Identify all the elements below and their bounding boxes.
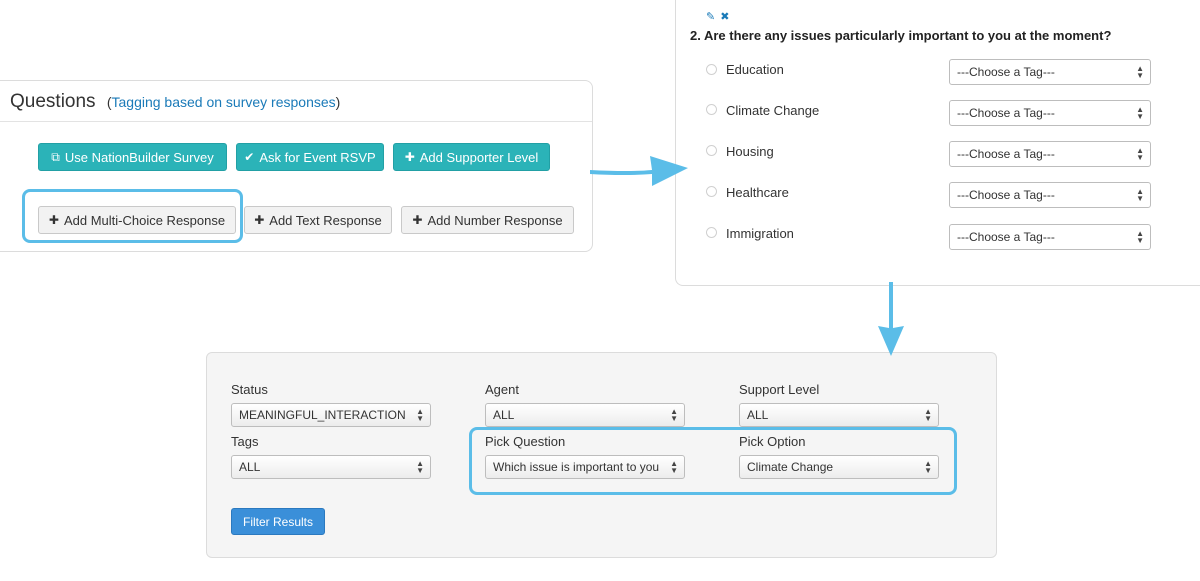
- pick-question-label: Pick Question: [485, 434, 566, 449]
- question-title: 2. Are there any issues particularly imp…: [690, 28, 1112, 43]
- tag-select-immigration[interactable]: ---Choose a Tag--- ▲▼: [949, 224, 1151, 250]
- check-icon: ✔: [244, 150, 255, 164]
- support-level-label: Support Level: [739, 382, 820, 397]
- question-tools: ✎✖: [706, 10, 734, 23]
- tag-select-housing[interactable]: ---Choose a Tag--- ▲▼: [949, 141, 1151, 167]
- option-label: Healthcare: [726, 185, 789, 200]
- filter-results-button[interactable]: Filter Results: [231, 508, 325, 535]
- pick-question-option-highlight: [469, 427, 957, 495]
- option-label: Housing: [726, 144, 774, 159]
- tags-label: Tags: [231, 434, 259, 449]
- select-caret-icon: ▲▼: [416, 459, 424, 475]
- option-label: Education: [726, 62, 784, 77]
- questions-panel: Questions (Tagging based on survey respo…: [0, 80, 593, 252]
- arrow-down-icon: [878, 282, 904, 356]
- agent-label: Agent: [485, 382, 519, 397]
- option-label: Immigration: [726, 226, 794, 241]
- arrow-right-icon: [590, 156, 688, 186]
- option-radio-healthcare[interactable]: [706, 186, 717, 197]
- select-caret-icon: ▲▼: [1136, 146, 1144, 162]
- option-radio-education[interactable]: [706, 64, 717, 75]
- support-level-select[interactable]: ALL ▲▼: [739, 403, 939, 427]
- select-caret-icon: ▲▼: [416, 407, 424, 423]
- pick-option-select[interactable]: Climate Change ▲▼: [739, 455, 939, 479]
- tags-select[interactable]: ALL ▲▼: [231, 455, 431, 479]
- select-caret-icon: ▲▼: [1136, 105, 1144, 121]
- ask-for-event-rsvp-button[interactable]: ✔ Ask for Event RSVP: [236, 143, 384, 171]
- select-caret-icon: ▲▼: [1136, 229, 1144, 245]
- tag-select-education[interactable]: ---Choose a Tag--- ▲▼: [949, 59, 1151, 85]
- tag-select-climate-change[interactable]: ---Choose a Tag--- ▲▼: [949, 100, 1151, 126]
- copy-icon: ⧉: [51, 149, 60, 164]
- edit-icon[interactable]: ✎: [706, 11, 716, 23]
- option-radio-housing[interactable]: [706, 145, 717, 156]
- add-supporter-level-button[interactable]: ✚ Add Supporter Level: [393, 143, 550, 171]
- select-caret-icon: ▲▼: [1136, 187, 1144, 203]
- option-label: Climate Change: [726, 103, 820, 118]
- add-multi-choice-response-button[interactable]: ✚ Add Multi-Choice Response: [38, 206, 236, 234]
- use-nationbuilder-survey-button[interactable]: ⧉ Use NationBuilder Survey: [38, 143, 227, 171]
- pick-option-label: Pick Option: [739, 434, 806, 449]
- status-select[interactable]: MEANINGFUL_INTERACTION ▲▼: [231, 403, 431, 427]
- multi-choice-highlight: [22, 189, 243, 243]
- questions-subtitle: (Tagging based on survey responses): [106, 94, 341, 110]
- add-text-response-button[interactable]: ✚ Add Text Response: [244, 206, 392, 234]
- select-caret-icon: ▲▼: [924, 459, 932, 475]
- pick-question-select[interactable]: Which issue is important to you ▲▼: [485, 455, 685, 479]
- select-caret-icon: ▲▼: [670, 407, 678, 423]
- select-caret-icon: ▲▼: [924, 407, 932, 423]
- plus-icon: ✚: [404, 150, 415, 164]
- add-number-response-button[interactable]: ✚ Add Number Response: [401, 206, 574, 234]
- issues-question-panel: ✎✖ 2. Are there any issues particularly …: [675, 0, 1200, 286]
- filter-panel: Status MEANINGFUL_INTERACTION ▲▼ Agent A…: [206, 352, 997, 558]
- select-caret-icon: ▲▼: [670, 459, 678, 475]
- tag-select-healthcare[interactable]: ---Choose a Tag--- ▲▼: [949, 182, 1151, 208]
- plus-icon: ✚: [48, 213, 59, 227]
- questions-title: Questions: [10, 91, 96, 112]
- plus-icon: ✚: [412, 213, 423, 227]
- select-caret-icon: ▲▼: [1136, 64, 1144, 80]
- questions-divider: [0, 121, 592, 122]
- agent-select[interactable]: ALL ▲▼: [485, 403, 685, 427]
- close-icon[interactable]: ✖: [720, 11, 730, 23]
- option-radio-immigration[interactable]: [706, 227, 717, 238]
- status-label: Status: [231, 382, 268, 397]
- plus-icon: ✚: [254, 213, 265, 227]
- questions-header: Questions (Tagging based on survey respo…: [10, 91, 340, 113]
- tagging-help-link[interactable]: Tagging based on survey responses: [111, 94, 336, 110]
- option-radio-climate-change[interactable]: [706, 104, 717, 115]
